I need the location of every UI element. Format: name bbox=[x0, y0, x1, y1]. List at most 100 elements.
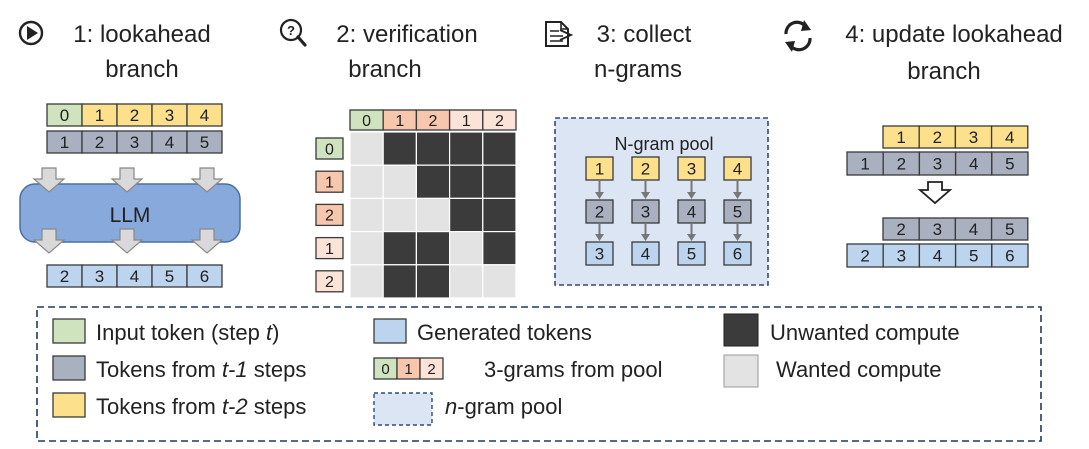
update-row-b-token-2: 3 bbox=[918, 151, 957, 176]
pool-token-0-0: 1 bbox=[585, 156, 614, 181]
legend-unwanted-label: Unwanted compute bbox=[770, 320, 960, 345]
verification-cell bbox=[449, 131, 484, 166]
verification-cell bbox=[382, 164, 418, 199]
svg-text:2: 2 bbox=[427, 361, 435, 378]
step-2-subtitle: branch bbox=[348, 56, 421, 83]
svg-text:5: 5 bbox=[200, 133, 209, 152]
verification-col-header-1: 1 bbox=[382, 109, 418, 131]
svg-text:2: 2 bbox=[641, 160, 650, 179]
svg-text:4: 4 bbox=[130, 267, 139, 286]
verification-cell bbox=[382, 131, 418, 166]
update-row-b-token-3: 4 bbox=[954, 151, 993, 176]
lookahead-prev-token-4: 5 bbox=[186, 130, 223, 154]
svg-text:2: 2 bbox=[495, 113, 504, 130]
pool-link-head bbox=[733, 192, 742, 199]
llm-input-arrow-2 bbox=[190, 167, 224, 193]
step-4-subtitle: branch bbox=[907, 58, 980, 85]
svg-text:0: 0 bbox=[325, 141, 334, 158]
svg-text:4: 4 bbox=[1005, 128, 1014, 147]
svg-text:1: 1 bbox=[95, 106, 104, 125]
legend-input-swatch bbox=[52, 318, 86, 344]
legend-t1-label: Tokens from t-1 steps bbox=[96, 357, 306, 382]
lookahead-input-token-4: 4 bbox=[186, 103, 223, 127]
verification-cell bbox=[415, 197, 451, 233]
pool-link-head bbox=[641, 192, 650, 199]
legend-frame bbox=[36, 306, 1042, 442]
svg-text:2: 2 bbox=[933, 128, 942, 147]
svg-text:4: 4 bbox=[733, 160, 742, 179]
verification-cell bbox=[349, 264, 384, 299]
svg-text:3: 3 bbox=[897, 247, 906, 266]
step-3-subtitle: n-grams bbox=[594, 56, 682, 83]
pool-token-0-3: 4 bbox=[723, 156, 752, 181]
lookahead-input-token-0: 0 bbox=[46, 103, 83, 127]
llm-output-arrow-0 bbox=[32, 228, 66, 254]
ngram-pool-title: N-gram pool bbox=[614, 134, 713, 154]
verification-cell bbox=[349, 164, 384, 199]
llm-input-arrow-0 bbox=[32, 167, 66, 193]
llm-label: LLM bbox=[110, 204, 151, 227]
lookahead-prev-token-1: 2 bbox=[81, 130, 118, 154]
update-row-a-token-3: 4 bbox=[990, 125, 1029, 149]
lookahead-output-token-2: 4 bbox=[116, 264, 153, 288]
step-header-4: 4: update lookahead branch bbox=[784, 20, 1063, 85]
svg-text:2: 2 bbox=[860, 247, 869, 266]
lookahead-output-token-3: 5 bbox=[151, 264, 188, 288]
update-row-b-token-1: 2 bbox=[882, 151, 921, 176]
pool-token-2-2: 5 bbox=[677, 241, 706, 266]
legend-input-label: Input token (step t) bbox=[96, 320, 279, 345]
update-row-d-token-4: 6 bbox=[991, 243, 1029, 268]
verification-cell bbox=[382, 197, 418, 233]
svg-text:2: 2 bbox=[896, 220, 905, 239]
legend-3gram-label: 3-grams from pool bbox=[484, 357, 663, 382]
step-header-3: 3: collect n-grams bbox=[545, 21, 692, 83]
pool-token-2-1: 4 bbox=[631, 241, 660, 266]
legend: Input token (step t) Tokens from t-1 ste… bbox=[36, 306, 1042, 442]
svg-text:6: 6 bbox=[1005, 247, 1014, 266]
verification-cell bbox=[482, 264, 517, 299]
legend-t2-swatch bbox=[52, 392, 86, 418]
update-row-c-token-3: 5 bbox=[990, 217, 1029, 241]
svg-text:1: 1 bbox=[395, 113, 404, 130]
svg-text:5: 5 bbox=[969, 247, 978, 266]
svg-text:4: 4 bbox=[165, 133, 174, 152]
svg-text:1: 1 bbox=[325, 241, 334, 258]
svg-text:3: 3 bbox=[130, 133, 139, 152]
legend-t1-swatch bbox=[52, 355, 86, 381]
llm-block: LLM bbox=[19, 183, 241, 243]
update-row-c-token-1: 3 bbox=[918, 217, 957, 241]
verification-row-header-1: 1 bbox=[315, 170, 344, 193]
verification-cell bbox=[482, 197, 517, 233]
svg-text:6: 6 bbox=[200, 267, 209, 286]
svg-text:5: 5 bbox=[687, 245, 696, 264]
verification-cell bbox=[415, 231, 451, 266]
llm-input-arrow-1 bbox=[110, 167, 144, 193]
verification-col-header-0: 0 bbox=[349, 109, 384, 131]
update-row-a-token-1: 2 bbox=[918, 125, 957, 149]
update-row-b-token-0: 1 bbox=[846, 151, 884, 176]
verification-col-header-2: 2 bbox=[415, 109, 451, 131]
update-row-d-token-2: 4 bbox=[918, 243, 957, 268]
svg-text:3: 3 bbox=[641, 203, 650, 222]
svg-text:2: 2 bbox=[130, 106, 139, 125]
update-row-b-token-4: 5 bbox=[991, 151, 1029, 176]
llm-output-arrow-1 bbox=[110, 228, 144, 254]
llm-output-arrow-2 bbox=[190, 228, 224, 254]
pool-link-head bbox=[733, 234, 742, 241]
verification-row-header-0: 0 bbox=[315, 137, 344, 160]
verification-col-header-3: 1 bbox=[448, 109, 484, 131]
verification-cell bbox=[415, 264, 451, 299]
svg-text:?: ? bbox=[287, 23, 295, 38]
refresh-icon bbox=[784, 20, 812, 52]
verification-cell bbox=[382, 231, 418, 266]
svg-text:1: 1 bbox=[860, 155, 869, 174]
document-icon bbox=[545, 21, 574, 47]
verification-cell bbox=[449, 231, 484, 266]
svg-text:6: 6 bbox=[733, 245, 742, 264]
